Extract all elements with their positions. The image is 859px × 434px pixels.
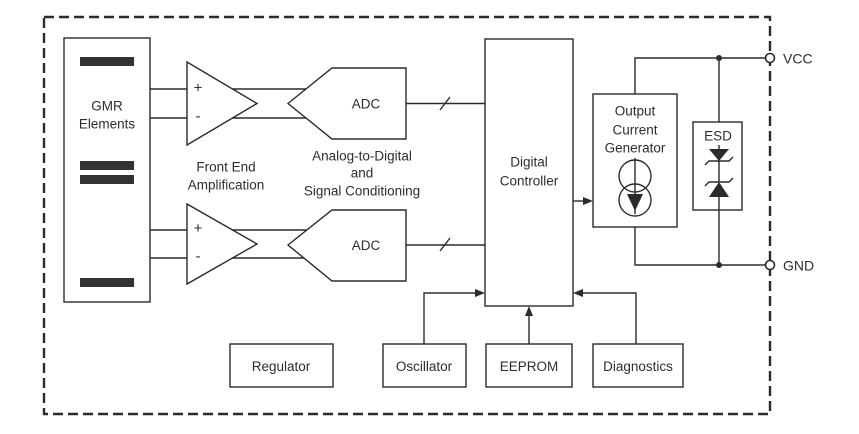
- arrowhead-right-icon: [475, 289, 485, 297]
- front-end-caption-line1: Front End: [196, 160, 255, 175]
- wire-oscillator-to-controller: [423, 292, 476, 344]
- opamp-top-plus: +: [194, 80, 203, 97]
- opamp-bottom-plus: +: [194, 220, 203, 237]
- wire-vcc-rail: [634, 57, 770, 94]
- adc-bottom-shape: [286, 209, 407, 282]
- adc-top-label: ADC: [352, 97, 381, 112]
- adc-top-shape: [286, 67, 407, 140]
- gmr-bar: [80, 57, 134, 66]
- opamp-bottom-icon: [186, 202, 259, 286]
- eeprom-box: [485, 343, 573, 388]
- eeprom-label: EEPROM: [500, 359, 559, 374]
- wire-gnd-rail: [634, 227, 770, 266]
- ocg-label-line1: Output: [615, 104, 656, 119]
- junction-dot: [716, 262, 722, 268]
- chip-boundary: [42, 15, 772, 416]
- adc-caption-line2: and: [351, 166, 374, 181]
- regulator-box: [229, 343, 334, 388]
- diagnostics-label: Diagnostics: [603, 359, 673, 374]
- zener-diode-pair-icon: [704, 145, 734, 210]
- digital-controller-label-line1: Digital: [510, 155, 548, 170]
- regulator-label: Regulator: [252, 359, 311, 374]
- adc-caption-line3: Signal Conditioning: [304, 184, 420, 199]
- oscillator-label: Oscillator: [396, 359, 453, 374]
- arrowhead-left-icon: [573, 289, 583, 297]
- gmr-label-line1: GMR: [91, 99, 123, 114]
- ocg-label-line3: Generator: [605, 141, 666, 156]
- arrowhead-up-icon: [525, 306, 533, 316]
- gmr-bar: [80, 161, 134, 170]
- bus-slash-icon: [439, 237, 451, 252]
- esd-label: ESD: [704, 129, 732, 144]
- gmr-label-line2: Elements: [79, 117, 136, 132]
- wire-diagnostics-to-controller: [582, 292, 637, 344]
- current-source-icon: [618, 158, 652, 217]
- vcc-label: VCC: [783, 51, 813, 67]
- bus-slash-icon: [439, 96, 451, 111]
- opamp-top-icon: [186, 60, 259, 147]
- front-end-caption-line2: Amplification: [188, 178, 265, 193]
- digital-controller-box: [484, 38, 574, 307]
- opamp-bottom-minus: -: [196, 248, 201, 265]
- adc-caption-line1: Analog-to-Digital: [312, 149, 412, 164]
- vcc-terminal: [764, 52, 776, 64]
- gnd-terminal: [764, 259, 776, 271]
- junction-dot: [716, 55, 722, 61]
- ocg-label-line2: Current: [612, 123, 657, 138]
- arrowhead-right-icon: [583, 197, 593, 205]
- diagnostics-box: [592, 343, 684, 388]
- gmr-bar: [80, 278, 134, 287]
- digital-controller-label-line2: Controller: [500, 174, 559, 189]
- gnd-label: GND: [783, 258, 814, 274]
- gmr-bar: [80, 175, 134, 184]
- adc-bottom-label: ADC: [352, 238, 381, 253]
- opamp-top-minus: -: [196, 108, 201, 125]
- oscillator-box: [382, 343, 467, 388]
